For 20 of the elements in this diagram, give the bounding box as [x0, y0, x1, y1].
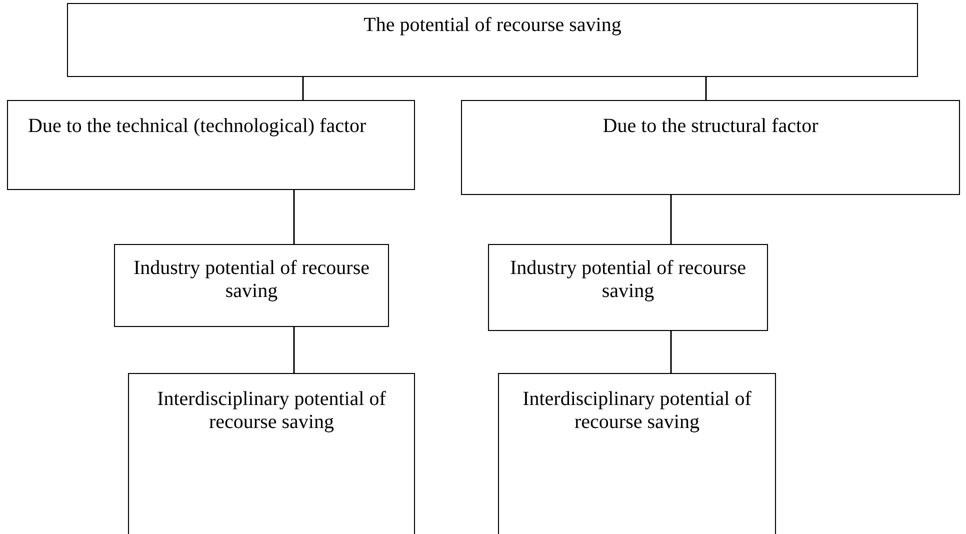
text-box: [498, 373, 776, 534]
text-box: [488, 244, 768, 331]
connector-line: [302, 77, 304, 100]
box-text: Due to the technical (technological) factor: [28, 115, 368, 138]
box-text: Interdisciplinary potential of recourse saving: [156, 388, 387, 434]
connector-line: [293, 190, 295, 244]
text-box: [7, 100, 415, 190]
text-box: [128, 373, 415, 534]
box-text: Interdisciplinary potential of recourse saving: [522, 388, 752, 434]
text-box: [67, 3, 918, 77]
connector-line: [670, 331, 672, 373]
box-text: Due to the structural factor: [602, 115, 820, 138]
box-text: The potential of recourse saving: [362, 14, 622, 37]
text-box: [114, 244, 389, 327]
text-box: [461, 100, 960, 195]
box-text: Industry potential of recourse saving: [508, 257, 748, 303]
connector-line: [705, 77, 707, 100]
connector-line: [670, 195, 672, 244]
connector-line: [293, 327, 295, 373]
box-text: Industry potential of recourse saving: [132, 257, 371, 303]
